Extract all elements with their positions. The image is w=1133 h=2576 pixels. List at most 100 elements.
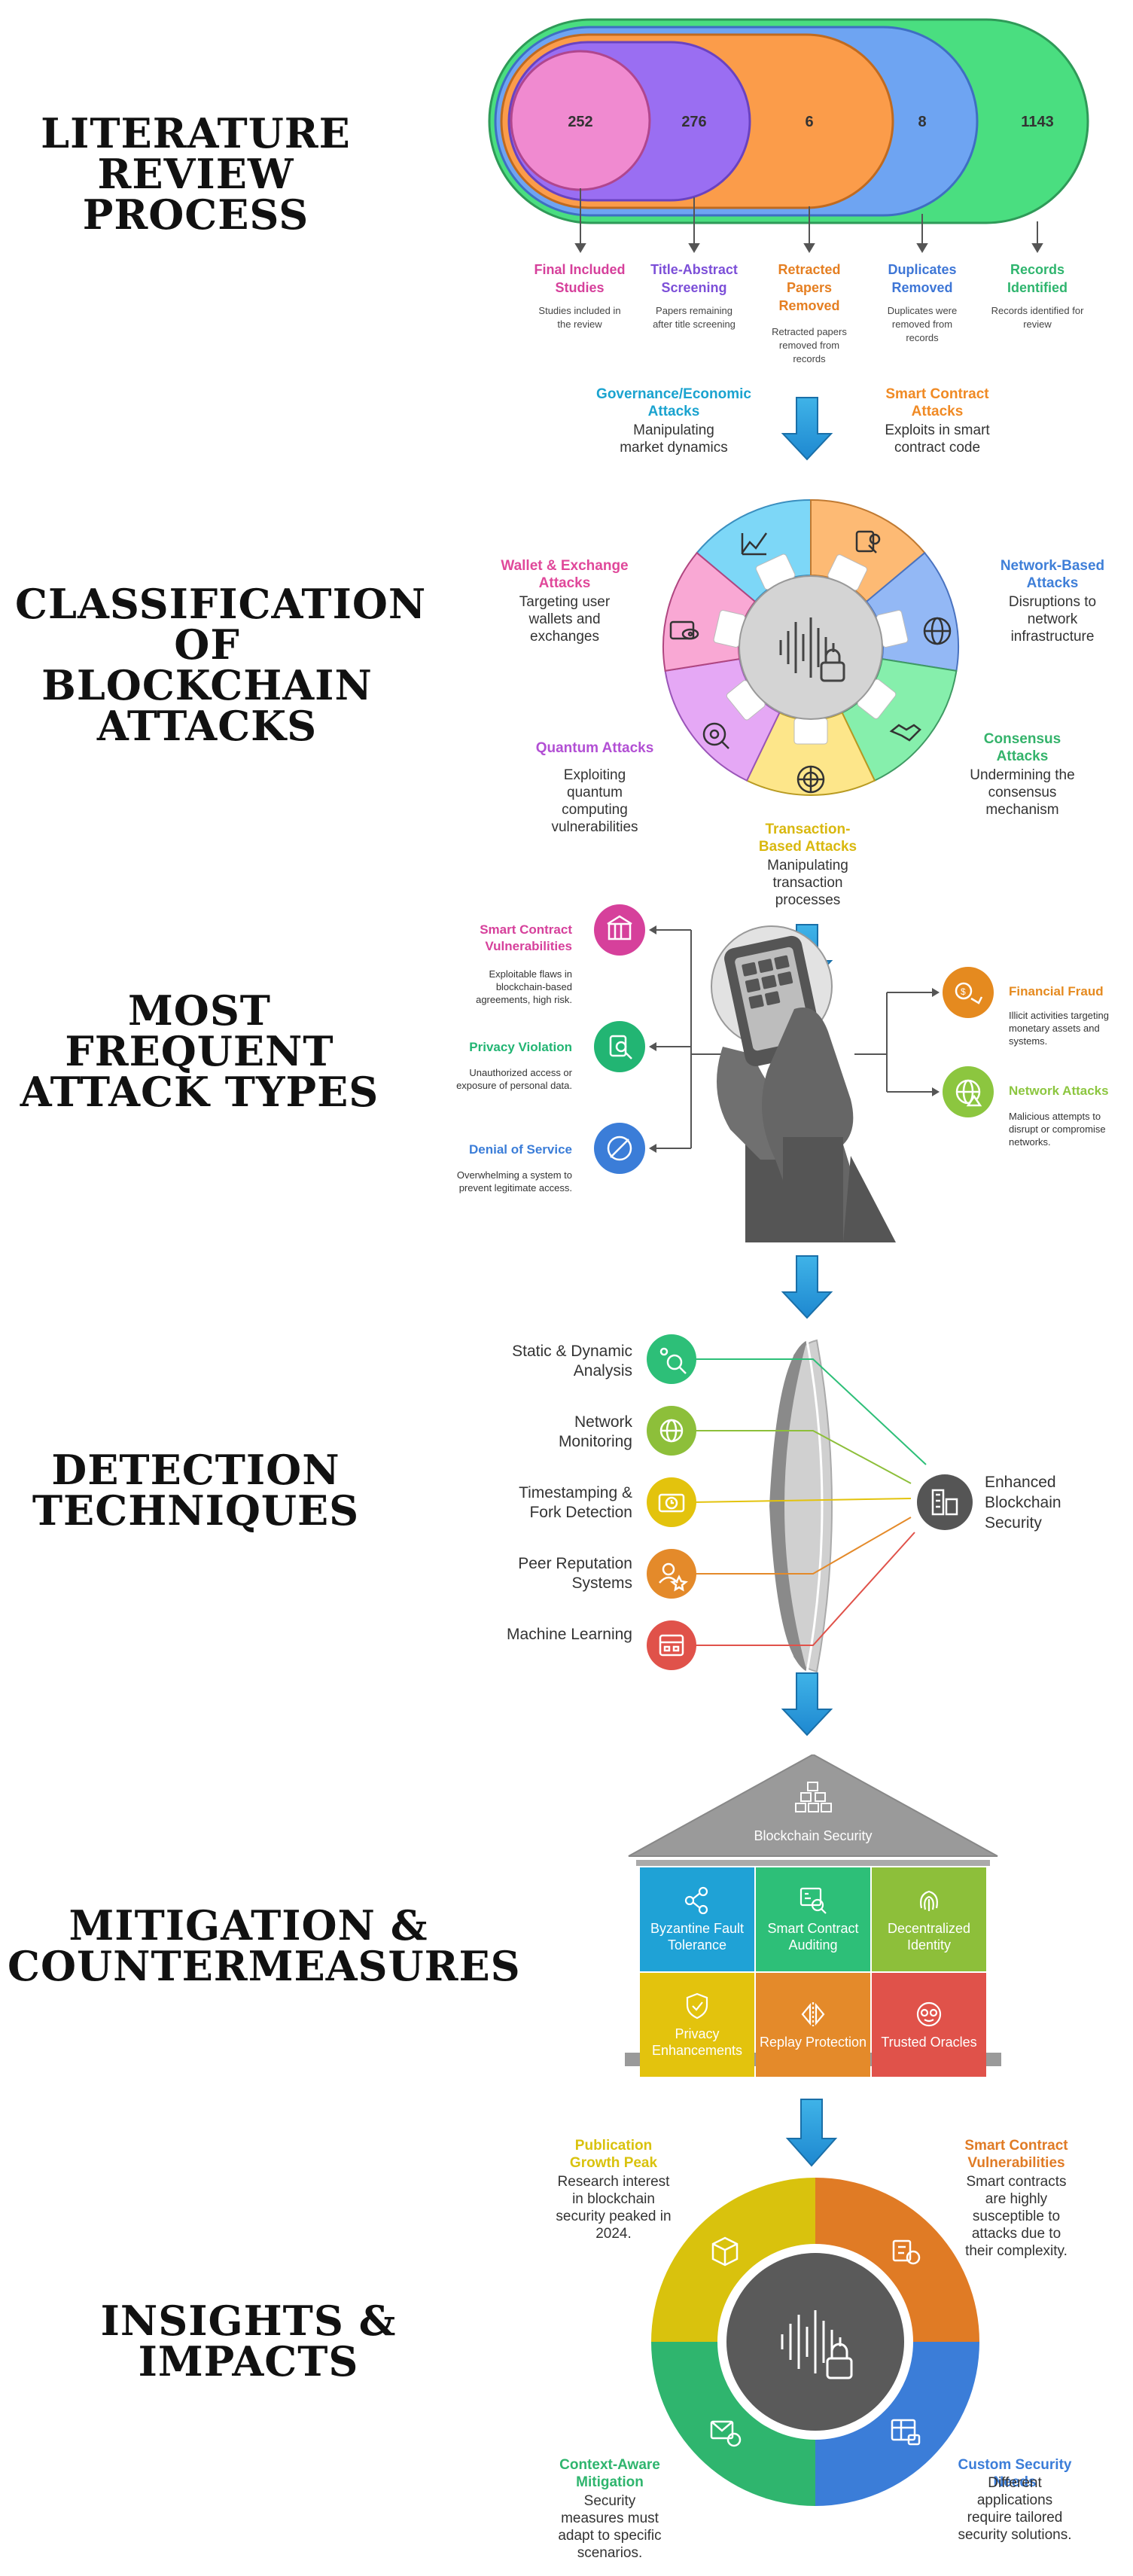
chart-icon	[741, 532, 768, 556]
mitigation-cell-label: Privacy Enhancements	[651, 2026, 743, 2059]
category-title: Network-Based Attacks	[1000, 558, 1105, 591]
attack-desc: Illicit activities targeting monetary as…	[1009, 1010, 1109, 1047]
funnel-count: 1143	[1021, 114, 1053, 130]
category-title: Wallet & Exchange Attacks	[501, 558, 629, 591]
stage-desc: Studies included in the review	[538, 305, 621, 330]
down-arrow-icon	[781, 1255, 833, 1319]
title-line: COUNTERMEASURES	[8, 1942, 521, 1990]
handshake-icon	[889, 724, 921, 742]
insight-title: Publication Growth Peak	[569, 2138, 658, 2171]
temple-roof-label: Blockchain Security	[754, 1828, 873, 1843]
code-search-icon	[799, 1887, 827, 1914]
title-line: REVIEW	[97, 150, 294, 198]
stage-title: Final Included Studies	[534, 262, 626, 295]
down-arrow-icon	[781, 397, 833, 461]
attack-desc: Overwhelming a system to prevent legitim…	[456, 1169, 572, 1193]
peer-reputation-icon	[647, 1549, 696, 1599]
detection-lens-diagram	[647, 1334, 973, 1673]
attack-title: Denial of Service	[468, 1142, 572, 1157]
leader-arrow	[1031, 221, 1043, 253]
section-title-mitigation: MITIGATION & COUNTERMEASURES	[8, 1901, 521, 1990]
privacy-shield-icon	[686, 1992, 708, 2019]
category-desc: Exploiting quantum computing vulnerabili…	[551, 767, 638, 835]
arrowhead	[649, 925, 656, 934]
cube-box-icon	[711, 2236, 739, 2267]
insight-title: Smart Contract Vulnerabilities	[964, 2138, 1068, 2171]
title-line: MITIGATION &	[69, 1901, 428, 1950]
transaction-token-icon	[796, 765, 825, 794]
funnel-count: 252	[568, 114, 592, 130]
leader-arrow	[574, 188, 586, 253]
mitigation-cell: Decentralized Identity	[872, 1867, 986, 1971]
mail-settings-icon	[710, 2420, 742, 2447]
insight-title: Context-Aware Mitigation	[559, 2457, 660, 2490]
category-desc: Manipulating transaction processes	[767, 858, 848, 908]
beam-line	[693, 1517, 912, 1575]
attack-desc: Malicious attempts to disrupt or comprom…	[1009, 1111, 1106, 1148]
wheel-notch	[793, 718, 828, 745]
insight-desc: Security measures must adapt to specific…	[558, 2493, 662, 2561]
mitigation-cell: Replay Protection	[756, 1973, 870, 2077]
mitigation-cell: Byzantine Fault Tolerance	[640, 1867, 754, 1971]
section-title-insights: INSIGHTS & IMPACTS	[83, 2300, 414, 2382]
leader-arrow	[803, 206, 815, 253]
stage-desc: Records identified for review	[991, 305, 1084, 330]
literature-funnel: 252 276 6 8 1143	[488, 18, 1089, 253]
stage-desc: Duplicates were removed from records	[887, 305, 958, 343]
category-desc: Undermining the consensus mechanism	[970, 767, 1075, 818]
arrowhead	[932, 1087, 940, 1096]
stage-title: Records Identified	[1007, 262, 1068, 295]
title-line: ATTACKS	[96, 702, 318, 750]
arrowhead	[649, 1144, 656, 1153]
title-line: ATTACK TYPES	[20, 1068, 379, 1116]
contract-gear-icon	[892, 2239, 921, 2265]
mitigation-cell-label: Trusted Oracles	[881, 2034, 977, 2050]
attack-title: Smart Contract Vulnerabilities	[480, 922, 572, 953]
security-building-icon	[917, 1474, 973, 1530]
insight-desc: Different applications require tailored …	[958, 2475, 1072, 2543]
technique-label: Machine Learning	[507, 1626, 632, 1643]
contract-code-icon	[855, 530, 881, 553]
attack-desc: Exploitable flaws in blockchain-based ag…	[476, 968, 572, 1005]
detection-result-label: Enhanced Blockchain Security	[985, 1474, 1061, 1532]
mitigation-cell: Privacy Enhancements	[640, 1973, 754, 2077]
title-line: PROCESS	[82, 191, 309, 239]
technique-label: Timestamping & Fork Detection	[519, 1484, 632, 1521]
technique-label: Peer Reputation Systems	[518, 1555, 632, 1592]
title-line: TECHNIQUES	[32, 1486, 360, 1535]
category-desc: Targeting user wallets and exchanges	[519, 594, 611, 645]
title-line: LITERATURE	[41, 109, 351, 157]
table-lock-icon	[891, 2419, 921, 2446]
stage-title: Retracted Papers Removed	[778, 262, 841, 313]
beam-line	[693, 1430, 912, 1484]
attack-classification-wheel	[662, 498, 960, 796]
attack-title: Financial Fraud	[1009, 984, 1104, 998]
network-attack-icon	[943, 1066, 994, 1117]
financial-fraud-icon: $	[943, 967, 994, 1018]
title-line: INSIGHTS &	[100, 2297, 397, 2345]
arrowhead	[649, 1042, 656, 1051]
stage-desc: Papers remaining after title screening	[653, 305, 736, 330]
category-title: Governance/Economic Attacks	[596, 386, 751, 419]
mitigation-cell-label: Decentralized Identity	[887, 1920, 971, 1953]
insight-desc: Research interest in blockchain security…	[556, 2174, 672, 2242]
category-title: Quantum Attacks	[535, 740, 654, 756]
insights-ring	[651, 2178, 979, 2506]
technique-label: Static & Dynamic Analysis	[512, 1343, 632, 1379]
mitigation-cell: Trusted Oracles	[872, 1973, 986, 2077]
attack-title: Privacy Violation	[469, 1040, 572, 1054]
insight-title: Custom Security Needs	[958, 2457, 1072, 2490]
beam-line	[693, 1358, 927, 1465]
svg-text:$: $	[961, 986, 966, 997]
replay-mirror-icon	[801, 2001, 825, 2026]
beam-line	[693, 1532, 915, 1646]
temple-top-bar	[636, 1860, 990, 1866]
title-line: MOST FREQUENT	[65, 986, 334, 1075]
mitigation-cell-label: Byzantine Fault Tolerance	[650, 1920, 745, 1953]
branch-lines-left	[653, 929, 723, 1149]
leader-arrow	[688, 197, 700, 253]
timestamp-clock-icon	[647, 1477, 696, 1527]
soundwave-lock-icon	[781, 2310, 853, 2379]
down-arrow-icon	[785, 2099, 838, 2167]
section-title-classification: CLASSIFICATION OF BLOCKCHAIN ATTACKS	[15, 584, 425, 750]
